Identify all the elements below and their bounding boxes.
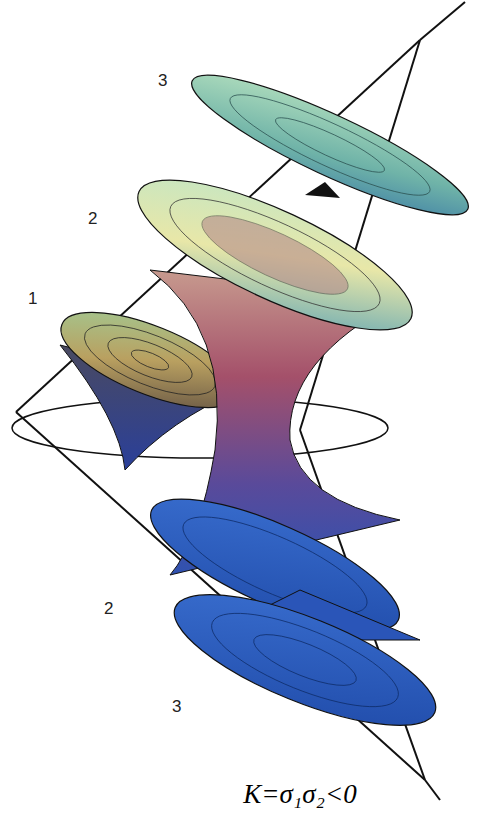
callout-number: 1 (28, 290, 37, 307)
callout-number: 3 (172, 698, 181, 715)
caption: K=σ₁σ₂<0 (240, 781, 359, 808)
callout-number: 2 (88, 210, 97, 227)
callout-number: 3 (158, 72, 167, 89)
callout-number: 2 (104, 600, 113, 617)
